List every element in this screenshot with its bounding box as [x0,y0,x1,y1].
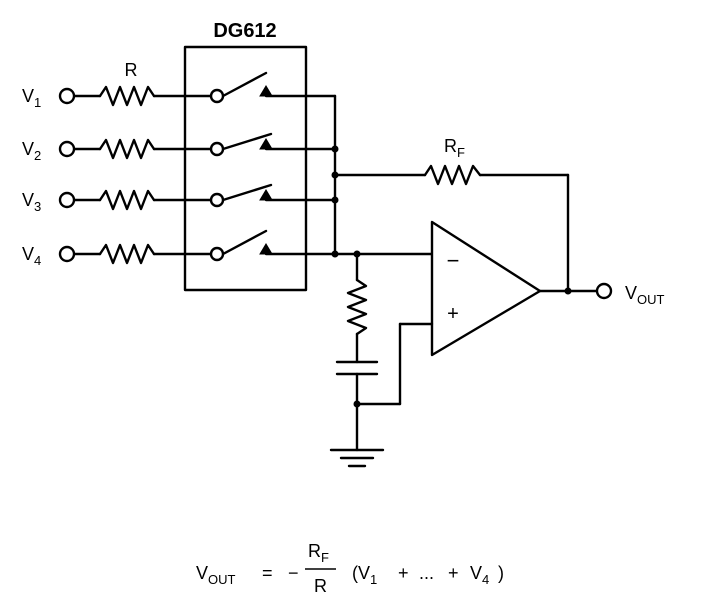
switch-pivot-2 [209,141,225,157]
switch-blade-4 [221,229,268,256]
switch-contact-1 [259,85,273,97]
switch-pivot-3 [209,192,225,208]
input-label-2: V2 [22,139,41,163]
output-terminal [595,282,613,300]
formula-lhs: VOUT [196,563,236,587]
input-label-3: V3 [22,190,41,214]
formula-term-open: (V1 [352,563,377,587]
input-resistor-1 [98,85,156,107]
formula-close: ) [498,563,504,583]
switch-contact-4 [259,243,273,255]
channel-1 [72,71,337,107]
switch-blade-1 [221,71,268,98]
gain-formula: VOUT = − RF R (V1 + ... + V4 ) [196,541,504,596]
formula-term-v4: V4 [470,563,489,587]
junction-dot [353,400,361,408]
formula-numerator: RF [308,541,329,565]
junction-dot [331,250,339,258]
output-label: VOUT [625,283,665,307]
input-resistor-2 [98,138,156,160]
junction-dot [331,145,339,153]
switch-contact-2 [259,138,273,150]
feedback-resistor-label: RF [444,136,465,160]
channel-3 [72,183,337,211]
op-amp [430,220,542,357]
switch-contact-3 [259,189,273,201]
feedback-resistor [423,164,482,186]
input-resistor-label: R [125,60,138,80]
compensation-resistor [346,278,368,336]
channel-4 [72,229,434,265]
input-resistor-3 [98,189,156,211]
formula-plus-2: + [448,563,459,583]
input-label-1: V1 [22,86,41,110]
junction-dot [331,196,339,204]
switch-pivot-1 [209,88,225,104]
junction-dot [564,287,572,295]
formula-denominator: R [314,576,327,596]
input-terminal-3 [58,191,76,209]
formula-plus-1: + [398,563,409,583]
input-terminal-4 [58,245,76,263]
input-resistor-4 [98,243,156,265]
ground-icon [329,448,385,468]
input-terminal-2 [58,140,76,158]
junction-dot [353,250,361,258]
opamp-minus-label: − [447,248,460,273]
switch-blade-3 [221,183,273,202]
input-label-4: V4 [22,244,41,268]
input-terminal-1 [58,87,76,105]
formula-minus: − [288,563,299,583]
channel-2 [72,132,337,160]
chip-title: DG612 [213,20,276,42]
switch-blade-2 [221,132,273,151]
junction-dot [331,171,339,179]
dg612-chip-box [183,45,308,292]
formula-equals: = [262,563,273,583]
formula-ellipsis: ... [419,563,434,583]
switch-pivot-4 [209,246,225,262]
opamp-plus-label: + [447,303,459,325]
